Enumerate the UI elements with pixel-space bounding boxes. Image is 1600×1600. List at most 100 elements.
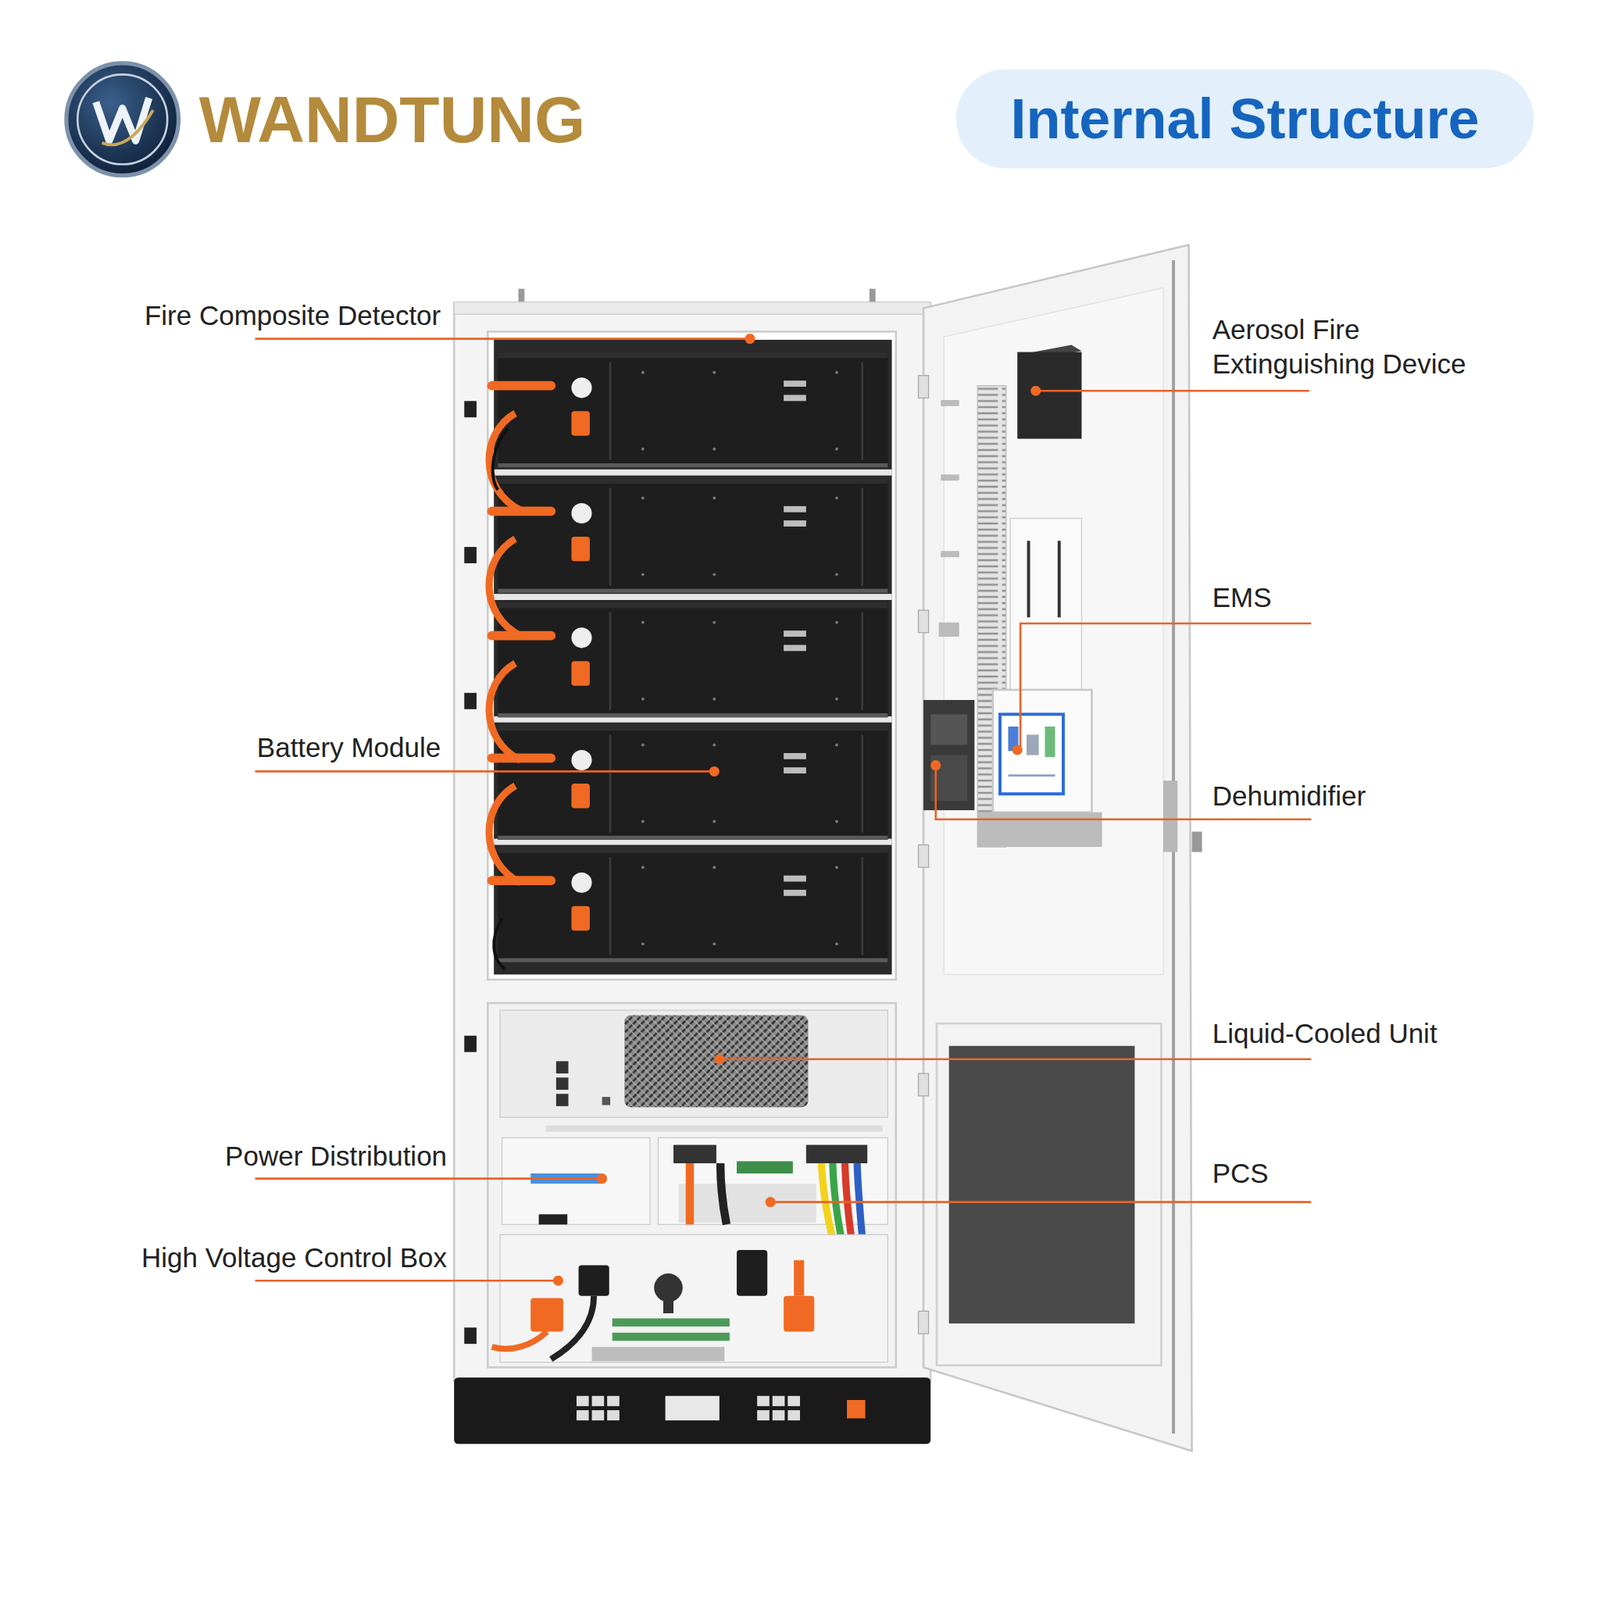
callout-label: Battery Module: [3, 730, 441, 765]
callout-label: PCS: [1212, 1156, 1269, 1191]
door-window: [936, 1023, 1161, 1366]
ems-screen: [992, 689, 1093, 813]
leader-dot: [765, 1196, 776, 1208]
lower-compartment: [530, 1297, 564, 1332]
leader-dot: [714, 1053, 725, 1065]
lower-compartment: [502, 1137, 650, 1225]
lower-compartment: [556, 1060, 569, 1074]
leader-line: [719, 1057, 1312, 1061]
cabinet-door: [1163, 780, 1178, 852]
lower-compartment: [492, 1331, 548, 1349]
title-pill: [956, 69, 1534, 169]
battery-bay: [493, 593, 892, 600]
cabinet-base: [772, 1410, 786, 1421]
leader-dot: [1030, 385, 1041, 397]
brand-logo: [66, 63, 179, 176]
lower-compartment: [663, 1287, 674, 1314]
lower-compartment: [736, 1250, 768, 1297]
cabinet-door: [918, 375, 929, 399]
battery-bay: [492, 352, 889, 468]
cabinet-door: [918, 610, 929, 633]
cabinet-door: [1192, 831, 1203, 852]
cabinet-base: [757, 1410, 770, 1421]
lower-compartment: [673, 1144, 717, 1164]
leader-line: [255, 770, 715, 773]
lower-compartment: [612, 1332, 730, 1341]
leader-line: [1020, 623, 1311, 750]
cabinet-body: [464, 1327, 477, 1344]
cabinet-body: [453, 303, 931, 1381]
cabinet-body: [464, 1035, 477, 1053]
battery-bay: [492, 724, 889, 840]
aerosol-device: [1017, 352, 1082, 440]
battery-bay: [493, 469, 892, 476]
leader-line: [255, 339, 1312, 1282]
lower-compartment: [602, 1096, 611, 1105]
leader-line: [770, 1200, 1311, 1204]
leader-line: [1035, 389, 1310, 393]
door-panel: [1027, 540, 1031, 618]
battery-bay: [492, 477, 889, 593]
cabinet-door: [939, 622, 960, 637]
brand-name: WANDTUNG: [199, 82, 586, 158]
leader-line: [255, 337, 750, 340]
leader-dot: [553, 1275, 564, 1286]
callout-label: Fire Composite Detector: [3, 298, 441, 333]
brand-logo: [77, 74, 168, 165]
lower-compartment: [556, 1093, 569, 1107]
battery-bay: [487, 331, 896, 979]
cabinet-door: [918, 244, 1203, 1451]
cabinet-door: [923, 244, 1193, 1451]
battery-bay: [489, 785, 521, 883]
battery-bay: [493, 918, 505, 970]
callout-label: EMS: [1212, 580, 1272, 615]
lower-compartment: [550, 1296, 594, 1360]
lower-compartment: [592, 1346, 725, 1361]
battery-bay: [492, 428, 509, 490]
cabinet-base: [592, 1396, 605, 1407]
battery-bay: [489, 539, 521, 636]
battery-bay: [489, 413, 521, 511]
cabinet-base: [787, 1410, 800, 1421]
cabinet-base: [846, 1400, 866, 1419]
lower-compartment: [556, 1077, 569, 1090]
callout-label: High Voltage Control Box: [9, 1240, 447, 1275]
battery-bay: [487, 331, 896, 979]
ems-screen: [1026, 734, 1040, 755]
battery-bay: [492, 846, 889, 963]
lower-compartment: [678, 1183, 817, 1223]
leader-dot: [930, 760, 941, 771]
lower-compartment: [500, 1010, 888, 1118]
cabinet-body: [464, 692, 477, 710]
door-bracket: [977, 812, 1102, 847]
ems-screen: [1044, 726, 1055, 758]
lower-compartment: [657, 1137, 888, 1225]
cabinet-door: [918, 844, 929, 868]
cabinet-body: [453, 302, 931, 315]
leader-dot: [744, 333, 755, 344]
cabinet-body: [464, 400, 477, 418]
cabinet-door: [918, 1310, 929, 1334]
dehumidifier: [923, 700, 975, 811]
ems-screen: [1007, 774, 1055, 777]
cabinet-base: [787, 1396, 800, 1407]
cabinet-base: [665, 1396, 720, 1421]
leader-line: [255, 1177, 603, 1180]
cabinet-base: [607, 1410, 620, 1421]
door-window: [949, 1046, 1136, 1324]
lower-compartment: [793, 1260, 804, 1297]
lower-compartment: [806, 1144, 868, 1164]
cabinet-base: [576, 1410, 590, 1421]
brand-logo: [96, 97, 150, 141]
cabinet-base: [607, 1396, 620, 1407]
callout-label: Aerosol Fire Extinguishing Device: [1212, 312, 1525, 382]
ems-screen: [992, 689, 1093, 813]
lower-compartment: [685, 1163, 694, 1225]
cabinet-base: [757, 1396, 770, 1407]
lower-compartment: [578, 1265, 610, 1297]
page-title: Internal Structure: [956, 87, 1534, 150]
cabinet-door: [918, 1073, 929, 1097]
leader-dot: [709, 766, 720, 777]
lower-compartment: [500, 1234, 888, 1362]
lower-compartment: [720, 1163, 727, 1225]
